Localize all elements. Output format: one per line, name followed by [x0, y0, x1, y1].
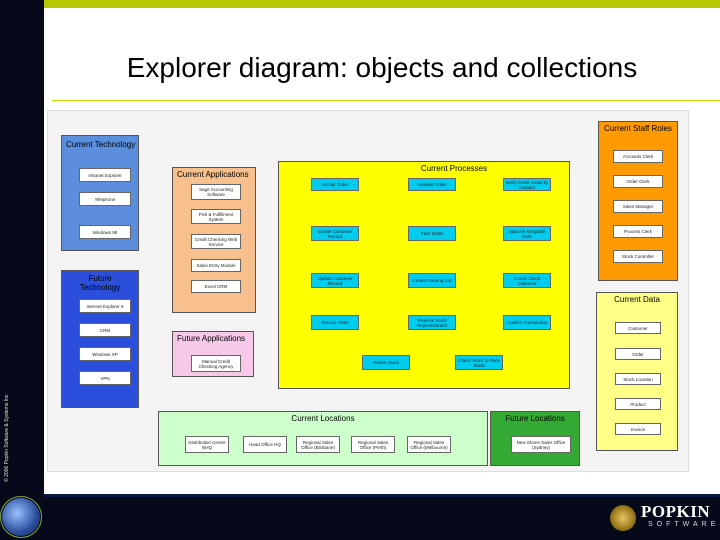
node[interactable]: Pick & Fulfillment System — [191, 209, 241, 224]
node[interactable]: Order Clerk — [613, 175, 663, 188]
group-title: Current Data — [614, 295, 660, 304]
node[interactable]: Excel CRM — [191, 280, 241, 293]
top-accent-strip — [44, 0, 720, 8]
node[interactable]: Windows 98 — [79, 225, 131, 239]
node[interactable]: Product — [615, 398, 661, 410]
node[interactable]: Sage Accounting Software — [191, 184, 241, 200]
footer-bar — [44, 497, 720, 540]
group-title: Current Processes — [420, 164, 488, 173]
group-title: Future Locations — [505, 414, 565, 423]
group-current-technology: Current Technology Intranet Explorer Tel… — [61, 135, 139, 251]
group-future-applications: Future Applications Manual Credit Checki… — [172, 331, 254, 377]
group-future-technology: Future Technology Internet Explorer 6 CR… — [61, 270, 139, 408]
node[interactable]: Regional Sales Office (Brisbane) — [296, 436, 340, 453]
node[interactable]: Regional Sales Office (Perth) — [351, 436, 395, 453]
node[interactable]: Record Order — [311, 315, 359, 330]
logo-name: POPKIN — [641, 502, 711, 521]
node[interactable]: Analyse Order — [408, 178, 456, 191]
group-title: Current Technology — [66, 140, 136, 149]
node[interactable]: Confirm Transaction — [503, 315, 551, 330]
title-divider — [52, 100, 720, 101]
node[interactable]: Verify Order Detail by Contact — [503, 178, 551, 191]
group-current-processes: Current Processes Accept Order Analyse O… — [278, 161, 570, 389]
group-title: Current Staff Roles — [604, 124, 672, 133]
node[interactable]: Update Customer Record — [311, 273, 359, 288]
node[interactable]: Credit Check Customer — [503, 273, 551, 288]
node[interactable]: Intranet Explorer — [79, 168, 131, 182]
node[interactable]: Reserve Stock Replenishment — [408, 315, 456, 330]
copyright-text: © 2006 Popkin Software & Systems Inc — [4, 394, 10, 482]
group-current-applications: Current Applications Sage Accounting Sof… — [172, 167, 256, 313]
node[interactable]: CRM — [79, 323, 131, 337]
node[interactable]: Internet Explorer 6 — [79, 299, 131, 313]
node[interactable]: Pack Order — [408, 226, 456, 241]
group-title: Current Applications — [177, 170, 249, 179]
popkin-logo-icon — [610, 505, 636, 531]
node[interactable]: Manual Credit Checking Agency — [191, 355, 241, 372]
group-current-staff-roles: Current Staff Roles Accounts Clerk Order… — [598, 121, 678, 281]
node[interactable]: Invoice — [615, 423, 661, 435]
group-current-data: Current Data Customer Order Stock Locati… — [596, 292, 678, 451]
explorer-diagram: Current Technology Intranet Explorer Tel… — [47, 110, 689, 472]
node[interactable]: Distribution Centre NHQ — [185, 436, 229, 453]
group-title: Current Locations — [291, 414, 355, 423]
node[interactable]: New Stores Sales Office (Sydney) — [511, 436, 571, 453]
group-title: Future Technology — [79, 274, 121, 292]
node[interactable]: Windows XP — [79, 347, 131, 361]
node[interactable]: Approve Despatch Note — [503, 226, 551, 241]
node[interactable]: Stock Location — [615, 373, 661, 385]
node[interactable]: Check Stock to Pack Stock — [455, 355, 503, 370]
node[interactable]: Order — [615, 348, 661, 360]
node[interactable]: Credit Checking Web Service — [191, 234, 241, 249]
node[interactable]: Sales Entry Module — [191, 259, 241, 272]
footer-divider — [44, 494, 720, 497]
node[interactable]: Return Stock — [362, 355, 410, 370]
slide-title: Explorer diagram: objects and collection… — [126, 52, 638, 83]
group-future-locations: Future Locations New Stores Sales Office… — [490, 411, 580, 466]
left-sidebar — [0, 0, 44, 540]
node[interactable]: Telephone — [79, 192, 131, 206]
logo-subtitle: SOFTWARE — [648, 521, 720, 528]
node[interactable]: Customer — [615, 322, 661, 334]
node[interactable]: Stock Controller — [613, 250, 663, 263]
group-title: Future Applications — [177, 334, 246, 343]
node[interactable]: Process Clerk — [613, 225, 663, 238]
group-current-locations: Current Locations Distribution Centre NH… — [158, 411, 488, 466]
node[interactable]: Regional Sales Office (Melbourne) — [407, 436, 451, 453]
node[interactable]: Accounts Clerk — [613, 150, 663, 163]
globe-icon — [2, 498, 40, 536]
node[interactable]: Sales Manager — [613, 200, 663, 213]
node[interactable]: Create Customer Record — [311, 226, 359, 241]
node[interactable]: Create Packing List — [408, 273, 456, 288]
node[interactable]: Accept Order — [311, 178, 359, 191]
node[interactable]: Head Office HQ — [243, 436, 287, 453]
globe-ring — [0, 496, 42, 538]
node[interactable]: VPN — [79, 371, 131, 385]
